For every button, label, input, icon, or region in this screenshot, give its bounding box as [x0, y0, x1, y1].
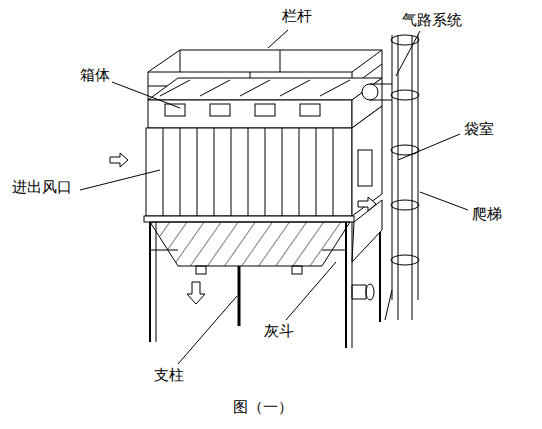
part-label: 箱体 [78, 66, 112, 84]
box-body [148, 78, 382, 128]
part-label: 灰斗 [262, 322, 296, 340]
part-label: 气路系统 [400, 11, 464, 29]
part-label: 进出风口 [10, 178, 74, 196]
part-label: 支柱 [152, 366, 186, 384]
figure-caption: 图（一） [231, 398, 295, 416]
air-pipe-system [362, 84, 392, 100]
part-label: 栏杆 [280, 7, 314, 25]
railing [148, 50, 382, 100]
part-label: 袋室 [462, 120, 496, 138]
ladder [385, 35, 419, 320]
leader-lines [80, 30, 468, 364]
flow-arrows [110, 153, 376, 304]
part-label: 爬梯 [470, 205, 504, 223]
bag-chamber [146, 106, 382, 216]
support-columns [150, 222, 380, 348]
